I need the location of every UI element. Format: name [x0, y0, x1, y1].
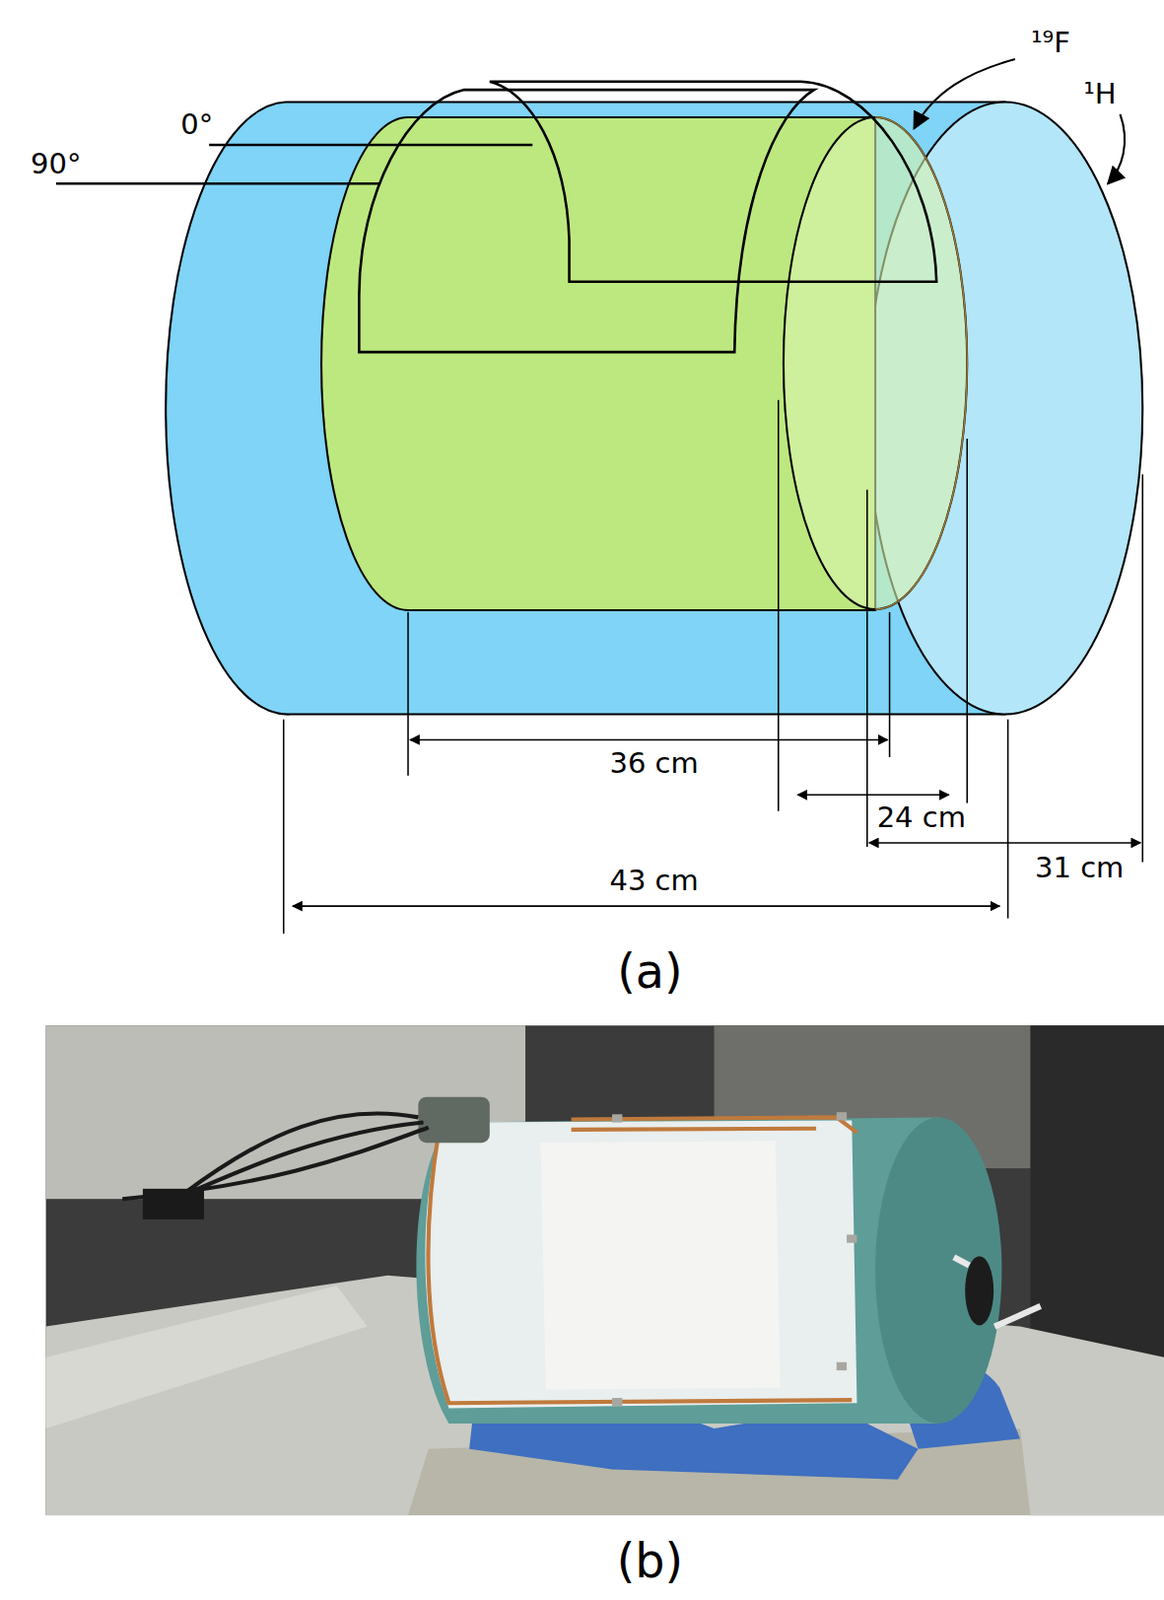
saddle-coil-0 — [489, 81, 937, 282]
dimension-label: 43 cm — [606, 864, 701, 896]
saddle-coil-90 — [358, 89, 815, 352]
dimension-label: 31 cm — [1031, 852, 1127, 885]
coil-angle-label: 90° — [27, 148, 85, 181]
photo — [46, 1025, 1164, 1515]
nucleus-label: ¹H — [1080, 77, 1120, 110]
coil-lead — [208, 143, 533, 147]
dimension-label: 24 cm — [874, 802, 969, 834]
panel-label: (b) — [614, 1534, 687, 1586]
dimension-label: 36 cm — [606, 747, 701, 779]
coil-angle-label: 0° — [177, 108, 216, 140]
nucleus-label: ¹⁹F — [1027, 26, 1074, 59]
hidden-edge — [875, 117, 967, 610]
panel-label: (a) — [614, 945, 686, 997]
leader-arrow — [1107, 114, 1125, 184]
dimension-lines — [283, 400, 1144, 934]
leader-arrow — [913, 59, 1015, 129]
coil-lead — [56, 182, 380, 186]
proton-cylinder — [165, 102, 1005, 715]
fluorine-end-face — [783, 117, 967, 610]
